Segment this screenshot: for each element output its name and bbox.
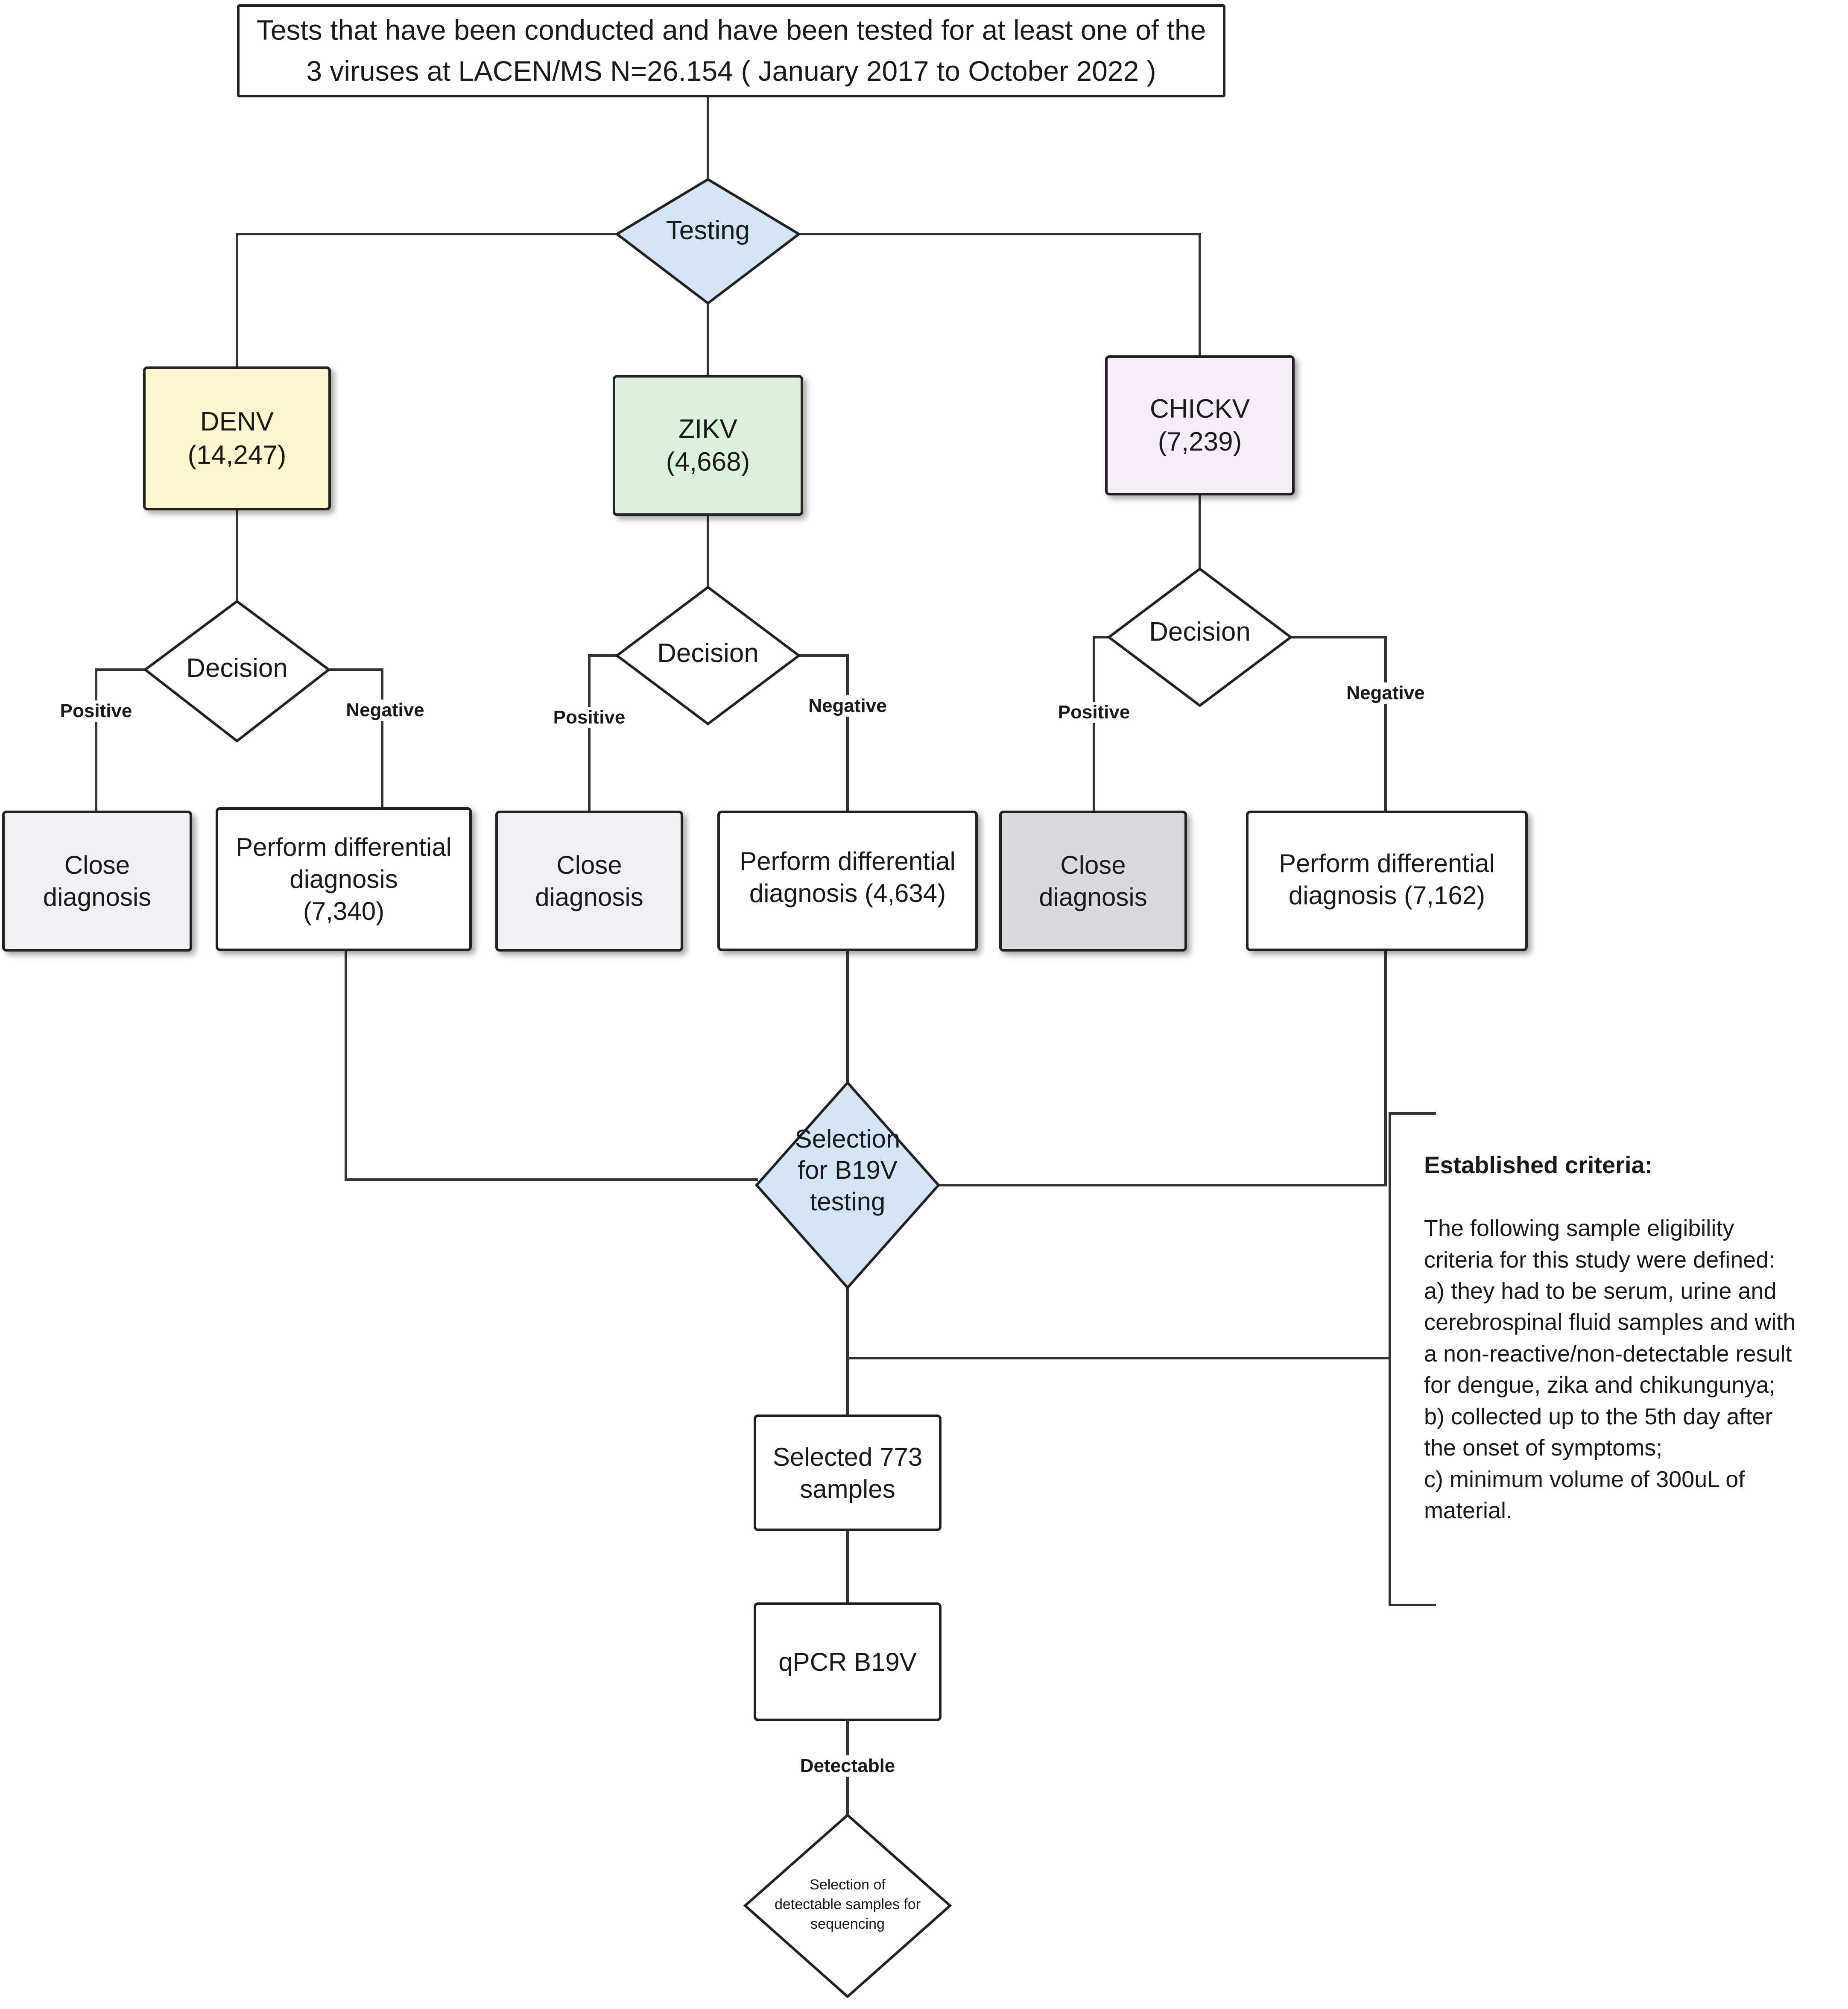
criteria-line: criteria for this study were defined: [1424, 1247, 1775, 1273]
header-box: Tests that have been conducted and have … [237, 4, 1225, 97]
denv-decision-label: Decision [186, 653, 288, 683]
connector-zikv-positive [588, 654, 618, 812]
connector-denv-positive [95, 668, 146, 812]
criteria-line: a non-reactive/non-detectable result [1424, 1341, 1792, 1367]
testing-decision-diamond [614, 178, 801, 305]
criteria-title: Established criteria: [1424, 1151, 1653, 1178]
criteria-line: a) they had to be serum, urine and [1424, 1278, 1777, 1304]
connector-denv-negative [327, 668, 383, 812]
connector-zikv-negative [798, 654, 849, 812]
zikv-negative-label: Negative [806, 695, 889, 717]
zikv-close-diagnosis-box: Close diagnosis [495, 811, 683, 952]
denv-negative-label: Negative [343, 700, 427, 721]
selected-samples-box: Selected 773 samples [754, 1414, 942, 1531]
chikv-negative-label: Negative [1344, 682, 1427, 704]
criteria-bracket [1389, 1112, 1436, 1606]
chikv-decision-diamond [1107, 567, 1293, 707]
denv-positive-label: Positive [57, 700, 135, 722]
chikv-positive-label: Positive [1055, 702, 1133, 723]
zikv-box: ZIKV (4,668) [613, 375, 803, 516]
zikv-decision-label: Decision [657, 638, 759, 668]
denv-box: DENV (14,247) [143, 366, 331, 510]
criteria-line: cerebrospinal fluid samples and with [1424, 1309, 1796, 1335]
connector-chikv-negative [1290, 636, 1387, 812]
connector-testing-denv [236, 233, 618, 368]
connector-testing-chikv [798, 233, 1201, 357]
header-text: Tests that have been conducted and have … [256, 14, 1206, 87]
sequencing-diamond [743, 1813, 952, 1999]
criteria-line: b) collected up to the 5th day after [1424, 1403, 1773, 1429]
established-criteria: Established criteria: The following samp… [1424, 1149, 1847, 1527]
chikv-box: CHICKV (7,239) [1105, 355, 1295, 495]
denv-close-diagnosis-box: Close diagnosis [2, 811, 192, 952]
zikv-decision-diamond [615, 586, 801, 726]
criteria-line: c) minimum volume of 300uL of [1424, 1466, 1745, 1492]
sequencing-label: Selection of detectable samples for sequ… [774, 1877, 921, 1932]
zikv-positive-label: Positive [550, 707, 628, 728]
criteria-line: The following sample eligibility [1424, 1215, 1734, 1242]
denv-decision-diamond [143, 600, 331, 743]
qpcr-b19v-box: qPCR B19V [754, 1602, 942, 1721]
connector-chikv-differential-selection [937, 950, 1387, 1186]
chikv-differential-diagnosis-box: Perform differential diagnosis (7,162) [1246, 811, 1528, 951]
selection-b19v-label: Selection for B19V testing [795, 1125, 901, 1216]
chikv-close-diagnosis-box: Close diagnosis [999, 811, 1187, 952]
criteria-line: material. [1424, 1498, 1513, 1524]
chikv-decision-label: Decision [1149, 617, 1251, 647]
selection-b19v-diamond [754, 1081, 941, 1290]
testing-label: Testing [666, 216, 750, 246]
connector-denv-differential-selection [345, 950, 758, 1181]
criteria-line: the onset of symptoms; [1424, 1435, 1663, 1461]
connector-chikv-positive [1093, 636, 1110, 812]
detectable-label: Detectable [797, 1755, 898, 1777]
zikv-differential-diagnosis-box: Perform differential diagnosis (4,634) [717, 811, 978, 951]
criteria-line: for dengue, zika and chikungunya; [1424, 1372, 1775, 1398]
denv-differential-diagnosis-box: Perform differential diagnosis (7,340) [216, 807, 472, 951]
